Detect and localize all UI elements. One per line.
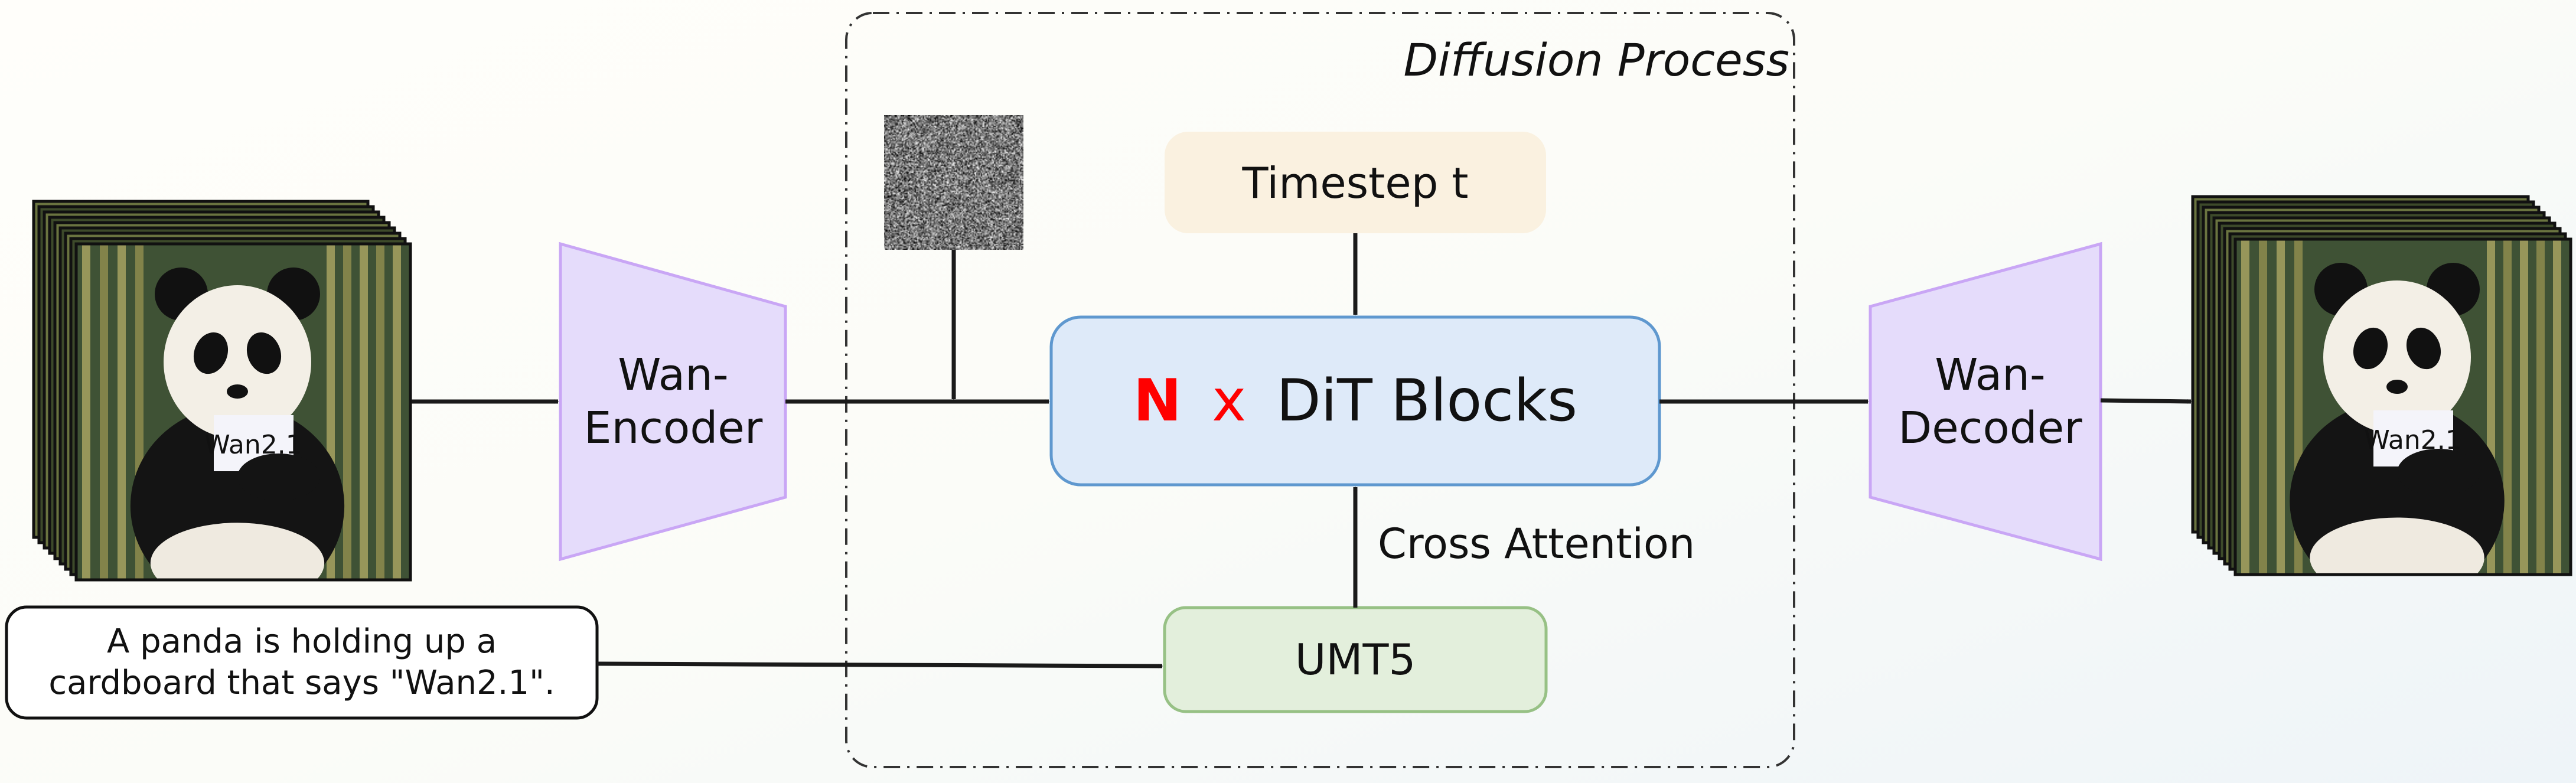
text-prompt-box: A panda is holding up a cardboard that s… — [6, 607, 597, 718]
wan-decoder: Wan- Decoder — [1870, 244, 2101, 559]
dit-count-n: N — [1133, 367, 1182, 435]
timestep-box: Timestep t — [1165, 132, 1546, 233]
input-video-frames: Wan2.1 — [34, 201, 410, 607]
umt5-label: UMT5 — [1295, 635, 1416, 684]
cross-attention-label: Cross Attention — [1378, 520, 1695, 568]
prompt-line1: A panda is holding up a — [107, 622, 497, 661]
decoder-label-line1: Wan- — [1935, 350, 2045, 400]
dit-blocks-box: N x DiT Blocks — [1051, 317, 1659, 485]
umt5-box: UMT5 — [1165, 608, 1546, 712]
dit-times-x: x — [1212, 367, 1246, 435]
wan-encoder: Wan- Encoder — [560, 244, 785, 559]
output-video-frames: Wan2.1 — [2193, 197, 2571, 601]
prompt-line2: cardboard that says "Wan2.1". — [48, 664, 555, 702]
svg-text:N x DiT Blocks: N x DiT Blocks — [1133, 367, 1577, 435]
arrow-decoder-to-output — [2101, 400, 2191, 402]
timestep-label: Timestep t — [1241, 158, 1468, 208]
gaussian-noise-image — [884, 115, 1023, 250]
encoder-label-line1: Wan- — [618, 350, 728, 400]
input-frame-front: Wan2.1 — [76, 244, 410, 607]
dit-blocks-label: DiT Blocks — [1276, 367, 1577, 435]
arrow-prompt-to-umt5 — [597, 664, 1162, 666]
output-frame-front: Wan2.1 — [2235, 239, 2571, 601]
encoder-label-line2: Encoder — [584, 403, 763, 454]
decoder-label-line2: Decoder — [1898, 403, 2082, 454]
diffusion-process-label: Diffusion Process — [1404, 34, 1790, 86]
